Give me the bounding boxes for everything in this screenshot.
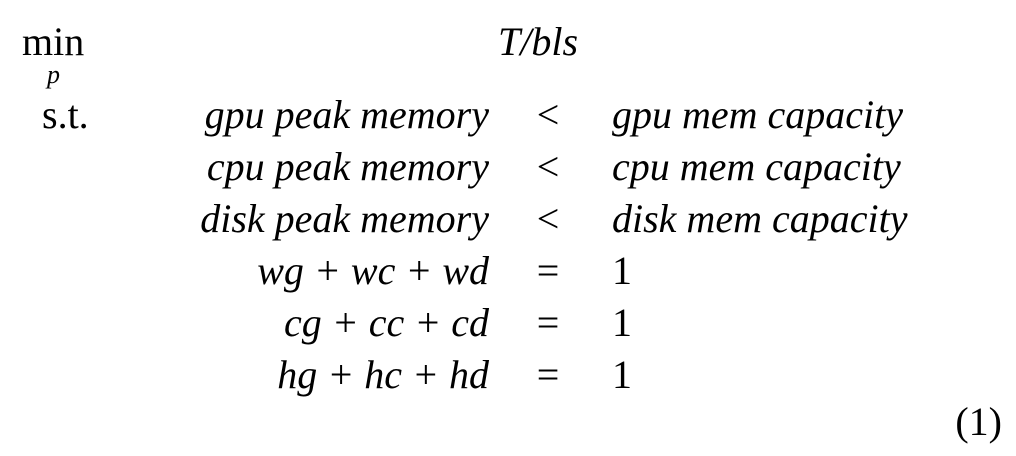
- constraint-rhs: 1: [612, 248, 632, 293]
- constraint-row: wg + wc + wd = 1: [0, 251, 1016, 301]
- constraint-relation: =: [536, 248, 560, 293]
- subject-to-label: s.t.: [42, 92, 89, 137]
- constraint-row: hg + hc + hd = 1: [0, 355, 1016, 405]
- constraint-lhs: disk peak memory: [200, 196, 489, 241]
- constraint-row: cg + cc + cd = 1: [0, 303, 1016, 353]
- equation-number: (1): [955, 399, 1002, 444]
- constraint-row: disk peak memory < disk mem capacity: [0, 199, 1016, 249]
- constraint-rhs: cpu mem capacity: [612, 144, 901, 189]
- constraint-rhs: 1: [612, 300, 632, 345]
- constraint-rhs: 1: [612, 352, 632, 397]
- constraint-relation: <: [536, 144, 560, 189]
- constraint-relation: =: [536, 300, 560, 345]
- objective-expression: T/bls: [497, 19, 579, 64]
- constraint-rhs: gpu mem capacity: [612, 92, 904, 137]
- min-operator: min: [22, 19, 85, 64]
- constraint-row: gpu peak memory < gpu mem capacity: [0, 95, 1016, 145]
- constraint-lhs: cg + cc + cd: [284, 300, 489, 345]
- constraint-relation: =: [536, 352, 560, 397]
- constraint-lhs: wg + wc + wd: [257, 248, 489, 293]
- min-subscript: p: [47, 60, 60, 89]
- constraint-rhs: disk mem capacity: [612, 196, 908, 241]
- constraint-relation: <: [536, 196, 560, 241]
- constraint-lhs: gpu peak memory: [204, 92, 489, 137]
- constraint-relation: <: [536, 92, 560, 137]
- constraint-lhs: hg + hc + hd: [277, 352, 489, 397]
- constraint-lhs: cpu peak memory: [206, 144, 489, 189]
- constraint-row: cpu peak memory < cpu mem capacity: [0, 147, 1016, 197]
